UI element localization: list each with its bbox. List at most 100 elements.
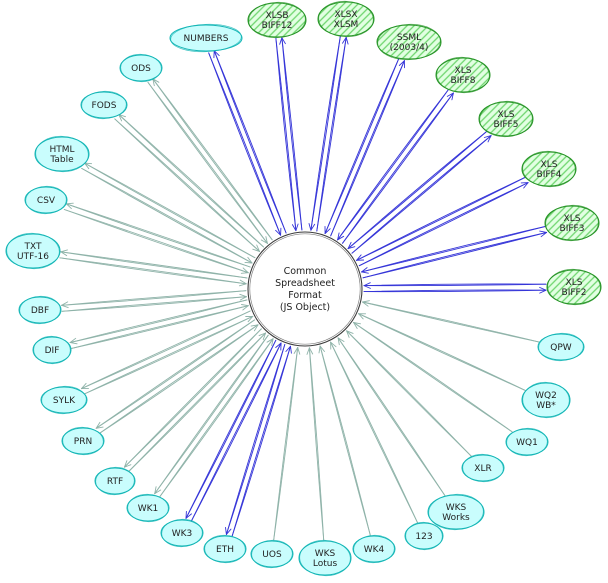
node-shape [32,336,72,364]
node-shape [544,205,600,241]
format-node-123: 123 [404,521,444,551]
arrowhead [337,337,340,346]
node-label: WQ1 [516,438,538,448]
node-shape-sketch [35,135,89,173]
format-node-ssml-2003-4: SSML(2003/4) [376,23,442,61]
edge-line [71,305,249,349]
arrowhead [319,345,325,352]
edge-wks-lotus [306,347,325,541]
arrowhead [271,338,274,347]
arrowhead [239,293,247,298]
arrowhead [451,92,454,101]
edge-wk1 [154,334,274,498]
edge-line [208,52,282,236]
edge-line [154,334,269,495]
arrowhead [346,330,354,334]
edge-line [159,338,274,498]
arrowhead [95,421,101,429]
format-node-uos: UOS [250,539,294,569]
edge-line [231,345,291,537]
edge-line [60,251,248,279]
edge-line [208,52,282,236]
arrowhead [95,426,104,429]
edge-line [59,257,247,285]
edge-line [61,296,247,312]
edge-ssml-2003-4 [324,57,405,237]
edge-line [114,118,260,252]
arrowhead [363,282,371,287]
arrowhead [238,283,247,287]
edge-line [316,36,347,232]
arrowhead [539,286,547,291]
edge-line [330,341,419,524]
format-node-csv: CSV [24,185,68,215]
arrowhead [337,337,345,342]
node-shape-sketch [6,232,60,270]
arrowhead [256,244,260,252]
format-node-wk4: WK4 [352,534,396,564]
format-node-qpw: QPW [537,332,585,362]
edge-xlsx-xlsm [308,36,349,232]
node-shape-sketch [19,295,61,325]
node-shape [119,54,163,82]
arrowhead [487,135,492,143]
edge-line [190,342,282,522]
node-shape [427,494,485,530]
format-node-dif: DIF [32,335,72,365]
arrowhead [361,267,368,273]
node-label: FODS [92,101,117,111]
node-shape [352,535,396,563]
edge-123 [330,341,419,524]
node-label: ODS [131,64,151,74]
edge-line [83,315,254,395]
arrowhead [225,526,227,535]
edge-line [330,60,405,237]
node-shape-sketch [545,204,599,242]
edge-line [310,36,341,231]
arrowhead [247,256,253,264]
edge-line [362,301,540,343]
node-shape-sketch [538,332,584,362]
edge-line [154,334,269,495]
edge-line [363,289,547,293]
format-node-wk1: WK1 [126,493,170,523]
edge-line [59,257,247,285]
arrowhead [483,135,492,138]
arrowhead [123,464,132,468]
edge-line [81,310,251,390]
arrowhead [279,37,283,45]
edge-line [84,162,256,259]
format-node-rtf: RTF [94,466,136,496]
edge-line [213,50,287,234]
edge-line [281,37,303,231]
edges [59,36,548,541]
node-shape-sketch [120,53,162,83]
edge-line [310,36,341,231]
node-shape [40,386,88,414]
arrowhead [308,223,312,231]
edge-line [65,203,251,268]
edge-rtf [123,328,267,472]
edge-line [123,328,262,468]
edge-line [128,332,267,472]
arrowhead [61,301,69,306]
arrowhead [363,285,371,289]
edge-line [95,319,256,429]
edge-line [358,182,529,267]
node-label: WK4 [364,545,385,555]
edge-line [346,330,472,457]
edge-line [362,231,548,279]
node-shape-sketch [436,56,490,94]
edge-line [61,290,247,306]
format-node-xlr: XLR [461,453,505,483]
node-shape [160,519,204,547]
